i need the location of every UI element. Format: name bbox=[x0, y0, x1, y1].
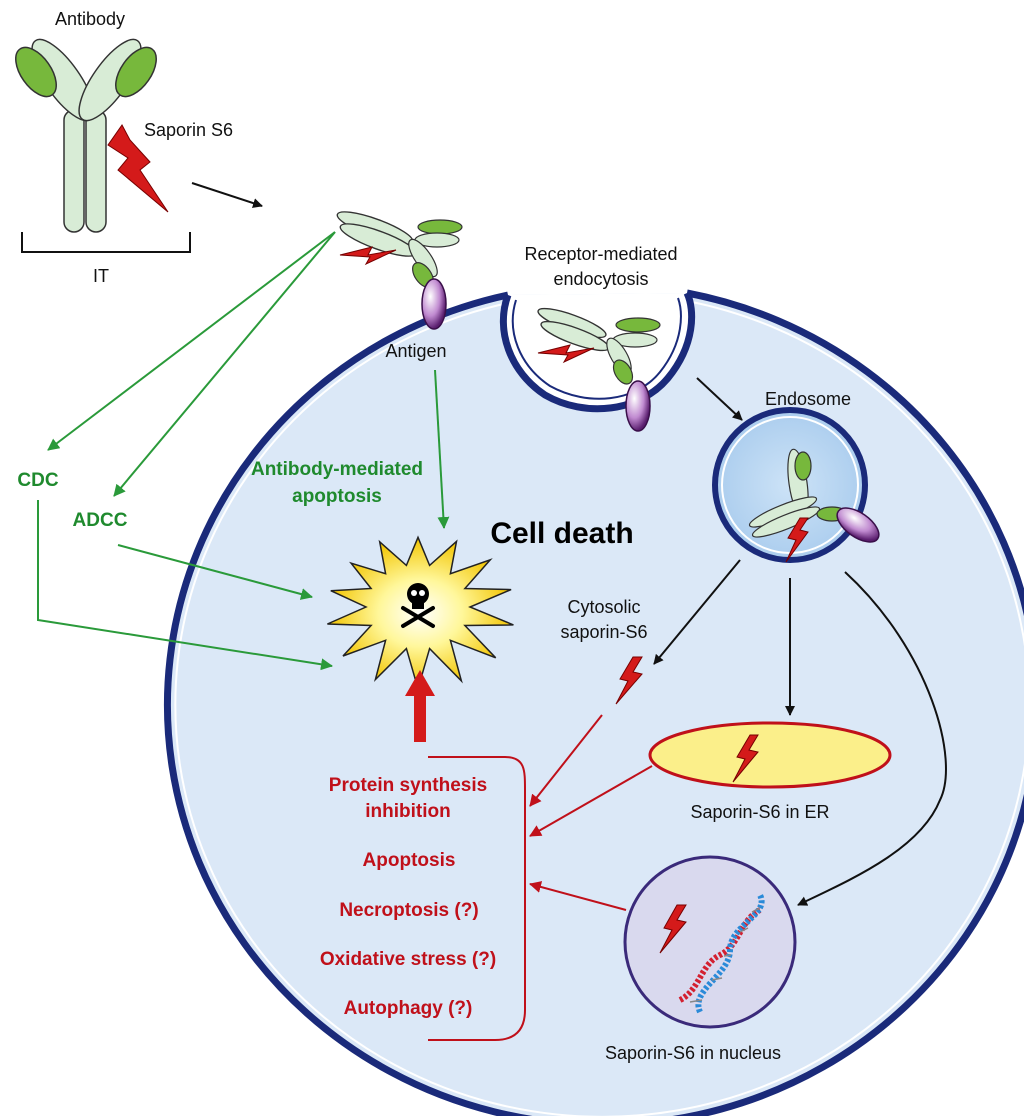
skull-crossbones-icon bbox=[401, 583, 435, 628]
label-adcc: ADCC bbox=[73, 510, 128, 531]
endoplasmic-reticulum bbox=[648, 721, 892, 789]
lightning-toxin-icon bbox=[615, 656, 643, 705]
black-arrows bbox=[653, 377, 947, 906]
cell bbox=[163, 289, 1024, 1116]
upward-red-arrow bbox=[405, 670, 435, 742]
label-endosome: Endosome bbox=[765, 389, 851, 409]
lightning-toxin-icon bbox=[732, 734, 759, 783]
label-saporin-nucleus: Saporin-S6 in nucleus bbox=[605, 1043, 781, 1063]
endosome bbox=[712, 407, 880, 563]
cell-death-star bbox=[327, 535, 514, 692]
lightning-toxin-icon bbox=[339, 246, 397, 266]
mechanism-autophagy: Autophagy (?) bbox=[344, 998, 473, 1019]
arrow-to-cell bbox=[191, 182, 263, 208]
nucleus bbox=[623, 855, 797, 1029]
green-arrows bbox=[37, 231, 450, 671]
lightning-toxin-icon bbox=[537, 344, 595, 364]
label-cell-death: Cell death bbox=[490, 517, 633, 550]
lightning-toxin-icon bbox=[107, 124, 169, 213]
label-receptor-mediated: Receptor-mediated bbox=[524, 244, 677, 264]
mechanism-protein-synthesis: Protein synthesis bbox=[329, 775, 487, 796]
it-bracket bbox=[21, 232, 191, 253]
lightning-toxin-icon bbox=[659, 904, 687, 954]
label-cytosolic-saporin: saporin-S6 bbox=[560, 622, 647, 642]
label-cdc: CDC bbox=[17, 470, 58, 491]
label-apoptosis-green: apoptosis bbox=[292, 486, 382, 507]
antigen-receptor bbox=[421, 278, 447, 330]
red-arrows bbox=[529, 714, 653, 911]
mechanism-inhibition: inhibition bbox=[365, 801, 450, 822]
pit-immunotoxin bbox=[537, 307, 661, 432]
label-endocytosis: endocytosis bbox=[553, 269, 648, 289]
label-saporin-er: Saporin-S6 in ER bbox=[690, 802, 829, 822]
bound-immunotoxin bbox=[336, 211, 463, 330]
immunotoxin bbox=[15, 38, 169, 233]
dna-helix-icon bbox=[678, 893, 765, 1014]
labels: Antibody Saporin S6 IT Receptor-mediated… bbox=[17, 9, 851, 1063]
lightning-toxin-icon bbox=[785, 517, 809, 563]
mechanism-apoptosis: Apoptosis bbox=[363, 850, 456, 871]
mechanism-necroptosis: Necroptosis (?) bbox=[339, 900, 478, 921]
label-saporin-s6: Saporin S6 bbox=[144, 120, 233, 140]
label-antibody: Antibody bbox=[55, 9, 125, 29]
label-antigen: Antigen bbox=[385, 341, 446, 361]
mechanism-oxidative-stress: Oxidative stress (?) bbox=[320, 949, 496, 970]
mechanism-bracket bbox=[428, 756, 526, 1041]
label-it: IT bbox=[93, 266, 109, 286]
label-antibody-mediated: Antibody-mediated bbox=[251, 459, 423, 480]
antigen-receptor bbox=[625, 380, 651, 432]
label-cytosolic: Cytosolic bbox=[567, 597, 640, 617]
